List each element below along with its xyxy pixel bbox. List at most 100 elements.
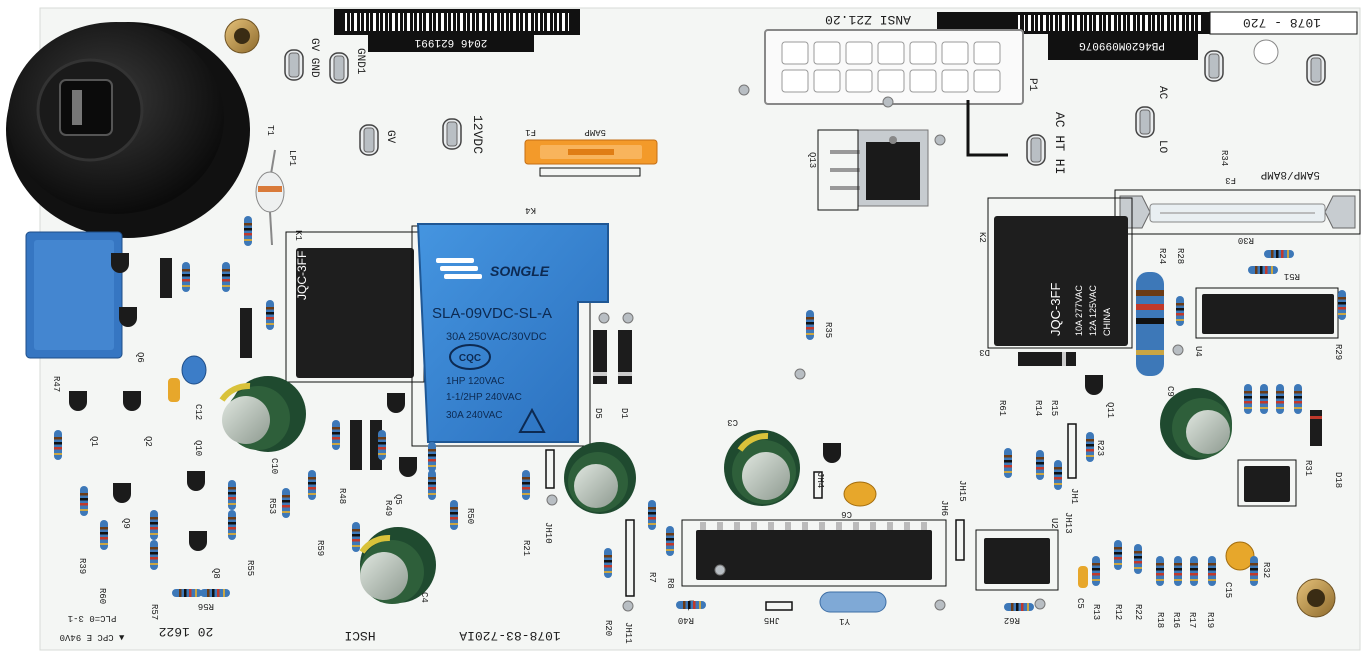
resistor-icon: [450, 500, 458, 530]
ic-chip-icon: [1195, 287, 1339, 339]
transistor: [187, 471, 205, 491]
relay-model: SLA-09VDC-SL-A: [432, 305, 552, 322]
resistor-icon: [604, 548, 612, 578]
r32-label: R32: [1261, 562, 1271, 578]
p1-label: P1: [1026, 78, 1038, 92]
spade-terminal-icon[interactable]: [1306, 54, 1326, 86]
u2-label: U2: [1049, 518, 1059, 529]
resistor-icon: [1276, 384, 1284, 414]
spade-terminal-icon[interactable]: [284, 49, 304, 81]
resistor-icon: [1004, 603, 1034, 611]
plc-code-text: PLC=0 3-1: [68, 613, 117, 623]
spade-terminal-icon[interactable]: [1204, 50, 1224, 82]
q8-label: Q8: [211, 568, 221, 579]
r53-label: R53: [267, 498, 277, 514]
resistor-icon: [150, 510, 158, 540]
k2-origin: CHINA: [1102, 308, 1112, 336]
resistor-icon: [1264, 250, 1294, 258]
r49-label: R49: [383, 500, 393, 516]
d5-label: D5: [593, 408, 603, 419]
electrolytic-capacitor-icon: [219, 376, 306, 452]
relay-icon: SONGLE SLA-09VDC-SL-A 30A 250VAC/30VDC C…: [411, 223, 609, 447]
d1-label: D1: [619, 408, 629, 419]
relay-icon: JQC-3FF: [285, 231, 425, 383]
electrolytic-capacitor-icon: [564, 442, 636, 514]
p1-connector[interactable]: [764, 29, 1024, 105]
resistor-icon: [182, 262, 190, 292]
c10-label: C10: [269, 458, 279, 474]
resistor-icon: [222, 262, 230, 292]
spade-terminal-icon[interactable]: [329, 52, 349, 84]
resistor-icon: [1248, 266, 1278, 274]
fuse-icon[interactable]: [524, 139, 658, 165]
jh6-label: JH6: [939, 500, 949, 516]
r8-label: R8: [665, 578, 675, 589]
12vdc-label: 12VDC: [470, 115, 485, 154]
r16-label: R16: [1171, 612, 1181, 628]
spade-terminal-icon[interactable]: [1135, 106, 1155, 138]
resistor-icon: [228, 510, 236, 540]
r55-label: R55: [245, 560, 255, 576]
ceramic-capacitor-c6: [843, 481, 877, 507]
relay-brand: SONGLE: [490, 263, 550, 279]
resistor-icon: [1174, 556, 1182, 586]
electrolytic-capacitor-icon: [724, 430, 800, 506]
resistor-icon: [1156, 556, 1164, 586]
jh4-label: JH4: [815, 472, 825, 488]
q5-label: Q5: [393, 494, 403, 505]
r48-label: R48: [337, 488, 347, 504]
r50-label: R50: [465, 508, 475, 524]
transistor: [823, 443, 841, 463]
ic-chip-icon: [975, 529, 1059, 591]
transistor: [189, 531, 207, 551]
r20-label: R20: [603, 620, 613, 636]
resistor-icon: [54, 430, 62, 460]
relay-hp1: 1HP 120VAC: [446, 376, 505, 387]
mounting-hole-open: [1253, 39, 1279, 65]
transformer-coil-icon: [6, 22, 250, 238]
jh13-label: JH13: [1063, 512, 1073, 534]
relay-cqc: CQC: [459, 353, 481, 364]
part-number-sticker: 1078 - 720 PB4620M09907G: [937, 11, 1358, 60]
f1-rating-label: 5AMP: [584, 127, 606, 137]
spade-terminal-icon[interactable]: [1026, 134, 1046, 166]
resistor-icon: [1114, 540, 1122, 570]
board-id-top-right: 1078 - 720: [1243, 15, 1321, 30]
r56-label: R56: [198, 601, 214, 611]
ic-chip-icon: [1237, 459, 1297, 507]
spade-terminal-icon[interactable]: [359, 124, 379, 156]
resistor-icon: [150, 540, 158, 570]
jh10-label: JH10: [543, 522, 553, 544]
transistor: [1085, 375, 1103, 395]
q2-label: Q2: [143, 436, 153, 447]
jh15-label: JH15: [957, 480, 967, 502]
lo-label: LO: [1156, 140, 1168, 154]
film-capacitor: [25, 231, 123, 359]
transistor: [69, 391, 87, 411]
gv-gnd-label: GV GND: [308, 38, 320, 78]
transistor: [387, 393, 405, 413]
resistor-icon: [1176, 296, 1184, 326]
r59-label: R59: [315, 540, 325, 556]
spade-terminal-icon[interactable]: [442, 118, 462, 150]
c12-label: C12: [193, 404, 203, 420]
c5-label: C5: [1075, 598, 1085, 609]
resistor-icon: [1244, 384, 1252, 414]
transistor: [123, 391, 141, 411]
jh5-label: JH5: [764, 615, 780, 625]
k2-label: K2: [977, 232, 987, 243]
transistor: [119, 307, 137, 327]
q13-label: Q13: [807, 152, 817, 168]
r40-label: R40: [678, 615, 694, 625]
date-code-text: 20 1622: [159, 624, 214, 639]
resistor-icon: [1338, 290, 1346, 320]
r29-label: R29: [1333, 344, 1343, 360]
r61-label: R61: [997, 400, 1007, 416]
electrolytic-capacitor-icon: [1160, 388, 1232, 460]
resistor-icon: [172, 589, 202, 597]
r7-label: R7: [647, 572, 657, 583]
k1-label: K1: [293, 230, 303, 241]
t1-label: T1: [265, 125, 275, 136]
r23-label: R23: [1095, 440, 1105, 456]
